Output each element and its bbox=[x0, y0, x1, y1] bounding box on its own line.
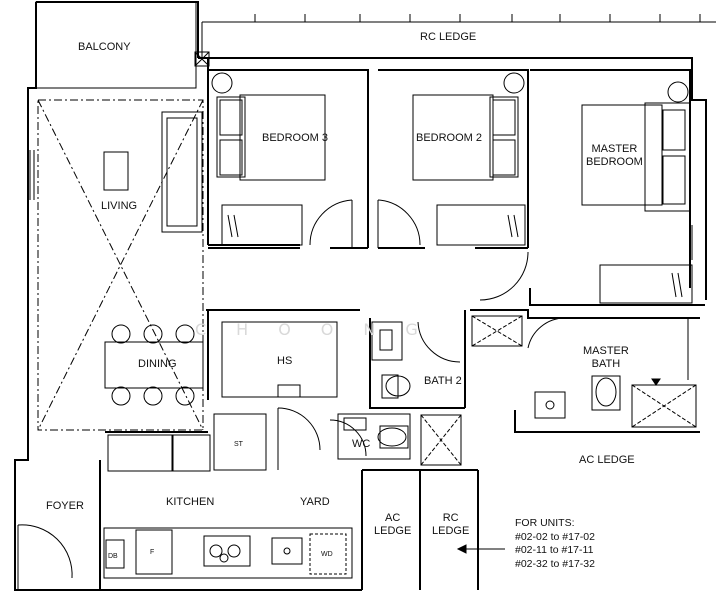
living-light bbox=[103, 151, 129, 191]
bath-2-label: BATH 2 bbox=[424, 375, 462, 387]
foyer-label: FOYER bbox=[46, 500, 84, 512]
yard-door[interactable] bbox=[277, 407, 321, 451]
units-note: FOR UNITS: #02-02 to #17-02 #02-11 to #1… bbox=[515, 517, 595, 571]
units-note-heading: FOR UNITS: bbox=[515, 517, 575, 529]
ac-ledge-bottom-line2: LEDGE bbox=[374, 525, 412, 537]
ac-ledge-bottom-label: AC LEDGE bbox=[374, 512, 411, 538]
bedroom-walls bbox=[208, 69, 705, 306]
wc-door[interactable] bbox=[329, 419, 367, 457]
dining-label: DINING bbox=[138, 358, 177, 370]
rc-ledge-bottom-label: RC LEDGE bbox=[432, 512, 469, 538]
yard-label: YARD bbox=[300, 496, 330, 508]
units-note-line2: #02-11 to #17-11 bbox=[515, 544, 594, 556]
master-bedroom-door[interactable] bbox=[479, 251, 529, 301]
main-door[interactable] bbox=[17, 524, 73, 579]
master-bedroom-line1: MASTER bbox=[591, 143, 638, 155]
units-note-line3: #02-32 to #17-32 bbox=[515, 557, 595, 570]
fridge-label: F bbox=[150, 549, 155, 556]
rc-ledge-top-label: RC LEDGE bbox=[420, 31, 477, 43]
watermark: CHOONG bbox=[195, 320, 448, 339]
bedroom-3-door[interactable] bbox=[309, 199, 353, 246]
store-label: ST bbox=[234, 441, 243, 448]
master-bath-door[interactable] bbox=[527, 317, 566, 349]
bedroom-2-label: BEDROOM 2 bbox=[416, 132, 483, 144]
units-note-line1: #02-02 to #17-02 bbox=[515, 530, 595, 543]
master-bedroom-line2: BEDROOM bbox=[586, 156, 643, 168]
bedroom-2-door[interactable] bbox=[377, 199, 421, 246]
rc-ledge-bottom-line2: LEDGE bbox=[432, 525, 470, 537]
washer-dryer-label: WD bbox=[321, 551, 333, 558]
balcony-label: BALCONY bbox=[78, 41, 131, 53]
db-label: DB bbox=[108, 553, 118, 560]
wc-label: WC bbox=[352, 438, 371, 450]
rc-ledge-bottom-line1: RC bbox=[442, 512, 459, 524]
store bbox=[213, 413, 267, 471]
exterior-walls bbox=[14, 1, 707, 591]
master-bedroom-label: MASTER BEDROOM bbox=[586, 143, 643, 169]
kitchen-label: KITCHEN bbox=[166, 496, 215, 508]
ac-ledge-bottom-line1: AC bbox=[385, 512, 401, 524]
living-label: LIVING bbox=[101, 200, 138, 212]
living-void-lines bbox=[37, 99, 204, 431]
bedroom-3-label: BEDROOM 3 bbox=[262, 132, 329, 144]
bath-2-door[interactable] bbox=[417, 321, 461, 363]
dining-table bbox=[104, 341, 204, 389]
master-bath-line2: BATH bbox=[591, 358, 621, 370]
living-cabinet bbox=[161, 111, 203, 233]
ac-ledge-right-label: AC LEDGE bbox=[579, 454, 635, 466]
hs-label: HS bbox=[277, 355, 293, 367]
master-bath-line1: MASTER bbox=[583, 345, 629, 357]
master-bath-label: MASTER BATH bbox=[583, 345, 629, 371]
balcony-area bbox=[35, 1, 716, 89]
kitchen-walls bbox=[99, 431, 479, 590]
core-walls bbox=[369, 309, 700, 433]
